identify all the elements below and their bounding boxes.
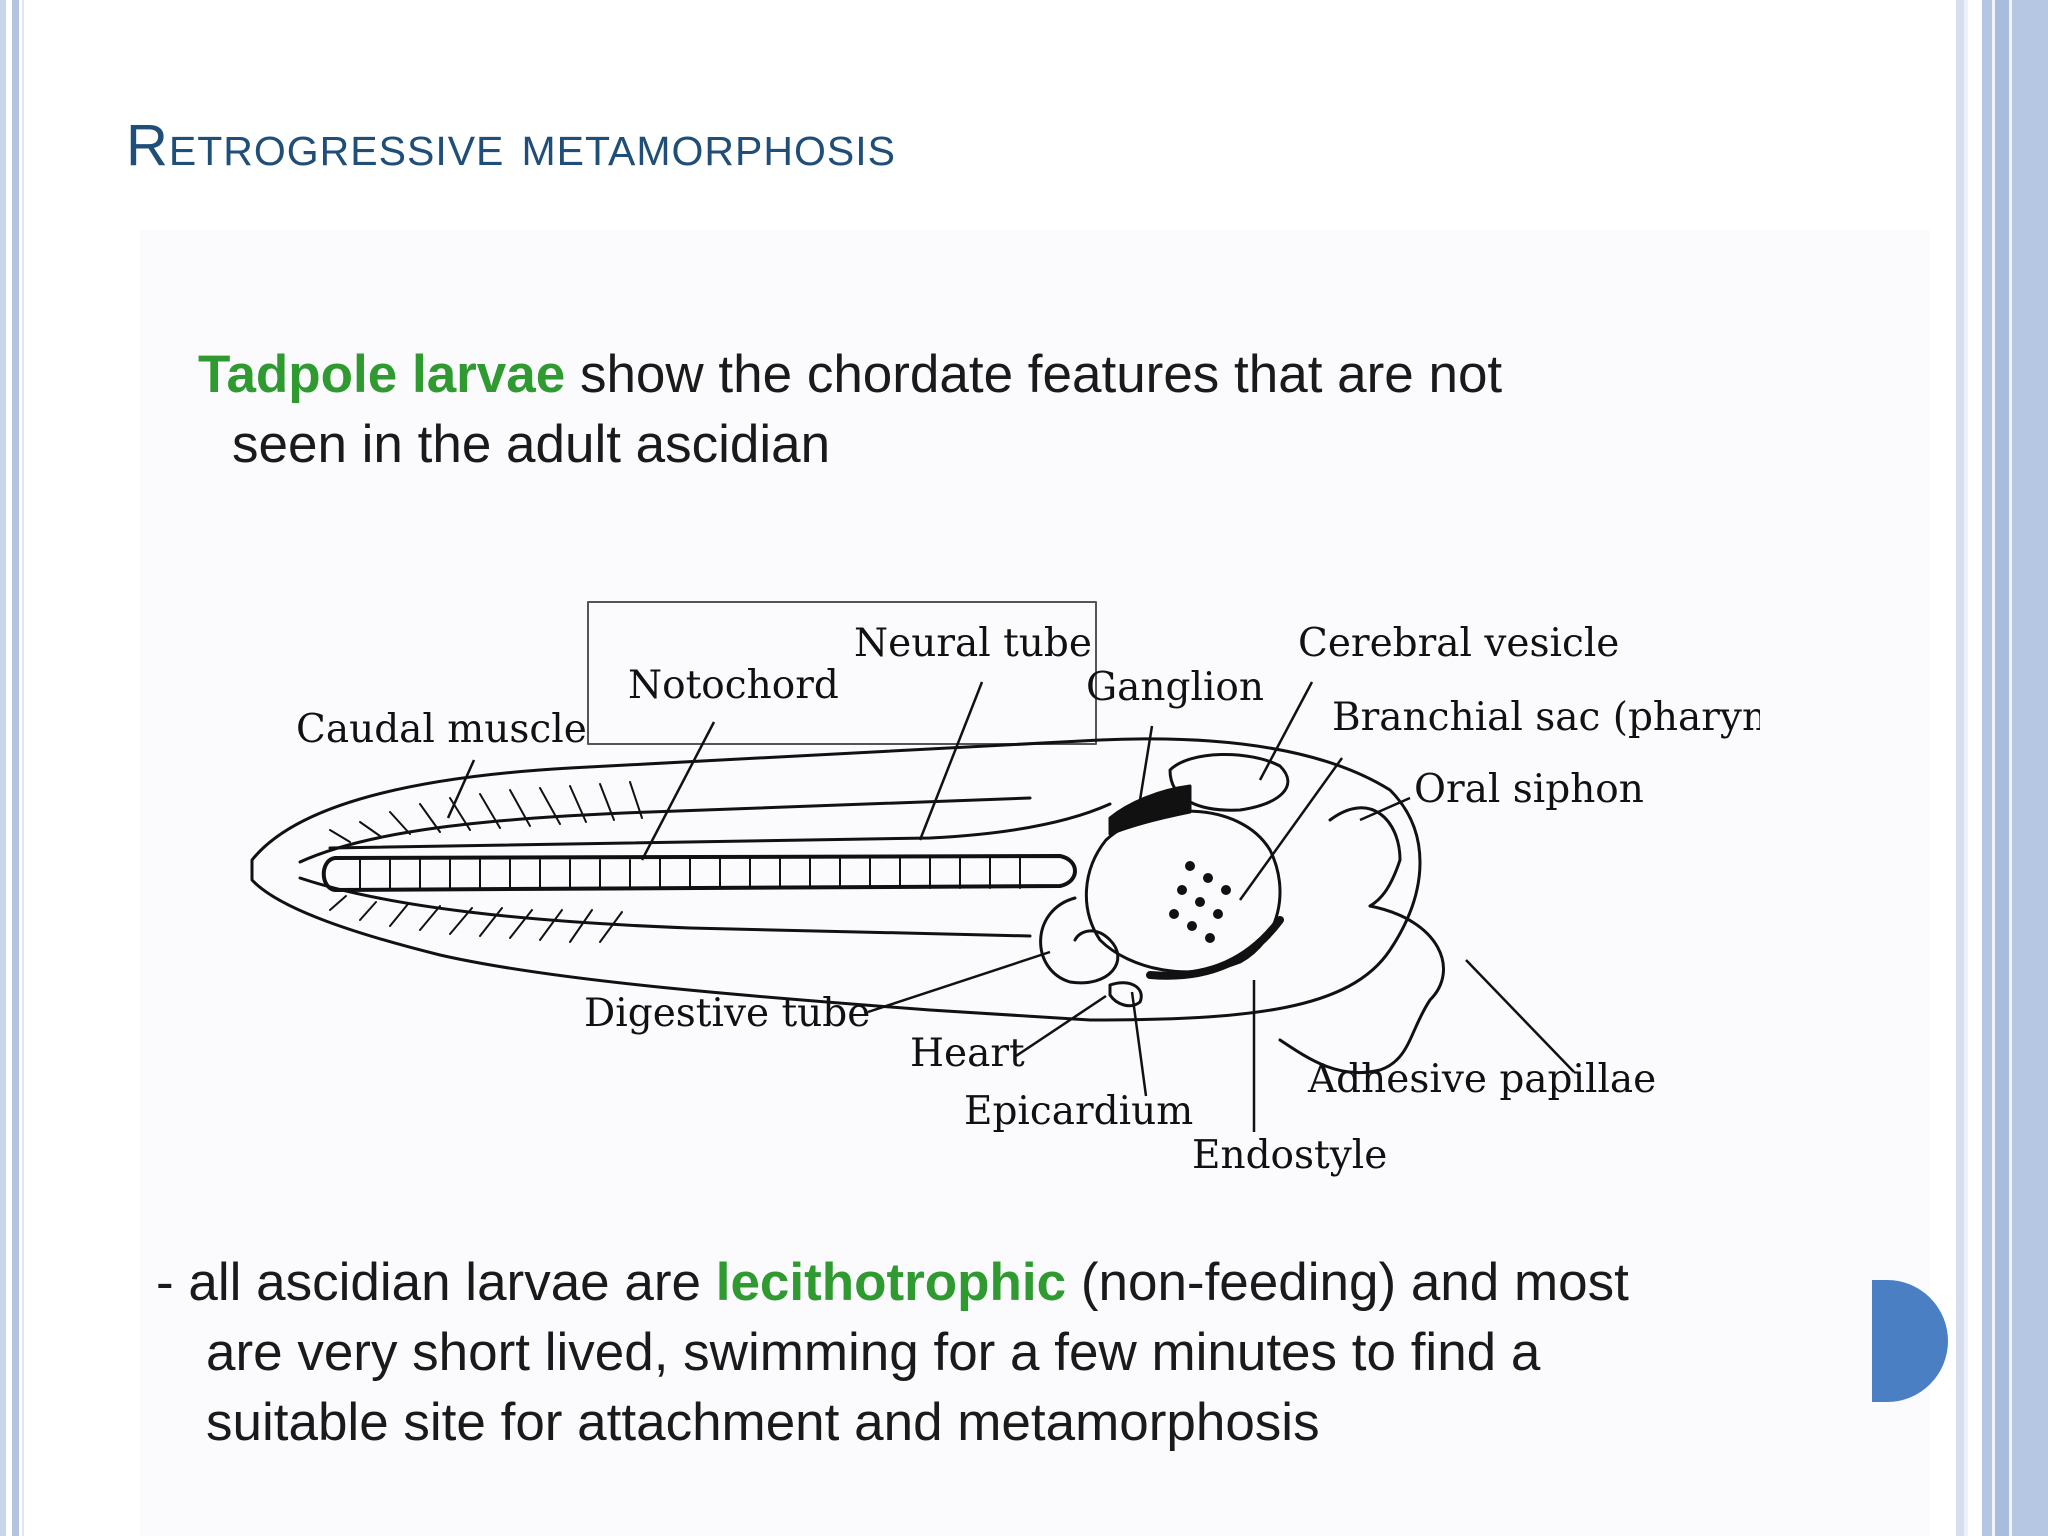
adhesive-papillae <box>1278 904 1445 1075</box>
right-border-band <box>1968 0 1982 1536</box>
notochord <box>321 854 1077 892</box>
endostyle <box>1146 916 1284 980</box>
intro-paragraph: Tadpole larvae show the chordate feature… <box>198 340 1502 480</box>
outro-prefix: - all ascidian larvae are <box>156 1253 716 1312</box>
label-caudal-muscle: Caudal muscle <box>296 707 587 752</box>
leader-lines <box>446 681 1575 1132</box>
oral-siphon <box>1328 806 1402 908</box>
label-digestive-tube: Digestive tube <box>584 991 870 1036</box>
left-border-stripe <box>0 0 6 1536</box>
tadpole-larva-diagram: Caudal muscle Notochord Neural tube Gang… <box>250 601 1760 1178</box>
right-border-band <box>2009 0 2012 1536</box>
label-adhesive-papillae: Adhesive papillae <box>1307 1057 1656 1102</box>
right-border-band <box>1982 0 1992 1536</box>
tail-inner-outline <box>298 796 1032 938</box>
intro-highlight: Tadpole larvae <box>198 345 566 404</box>
right-border-band <box>1992 0 1995 1536</box>
right-border-band <box>1964 0 1968 1536</box>
caudal-muscle-hatching <box>329 781 643 943</box>
intro-line1-text: show the chordate features that are not <box>565 345 1503 404</box>
label-notochord: Notochord <box>628 663 839 708</box>
heart <box>1108 981 1143 1008</box>
label-branchial-sac: Branchial sac (pharynx) <box>1332 695 1760 740</box>
notochord-segments <box>359 857 1021 889</box>
label-cerebral-vesicle: Cerebral vesicle <box>1298 621 1619 666</box>
right-border-band <box>1995 0 2009 1536</box>
outro-paragraph: - all ascidian larvae are lecithotrophic… <box>156 1248 1629 1458</box>
label-heart: Heart <box>910 1031 1025 1076</box>
slide-title: Retrogressive metamorphosis <box>126 113 896 178</box>
outro-line1-text: (non-feeding) and most <box>1066 1253 1629 1312</box>
outro-highlight: lecithotrophic <box>715 1253 1067 1312</box>
label-ganglion: Ganglion <box>1086 665 1264 710</box>
body-outline <box>250 737 1422 1022</box>
digestive-tube <box>1039 896 1120 985</box>
right-border-band <box>1956 0 1964 1536</box>
left-border-stripe <box>12 0 19 1536</box>
decorative-half-circle <box>1872 1280 1948 1402</box>
content-panel <box>140 230 1930 1536</box>
right-border-band <box>2012 0 2048 1536</box>
label-epicardium: Epicardium <box>964 1089 1193 1134</box>
gill-slits <box>1169 861 1231 943</box>
outro-line3-text: suitable site for attachment and metamor… <box>206 1393 1320 1452</box>
label-neural-tube: Neural tube <box>854 621 1092 666</box>
label-oral-siphon: Oral siphon <box>1414 767 1644 812</box>
label-box <box>587 601 1097 745</box>
outro-line2-text: are very short lived, swimming for a few… <box>206 1323 1541 1382</box>
neural-tube <box>328 802 1112 850</box>
intro-line2-text: seen in the adult ascidian <box>232 415 831 474</box>
left-border-stripe <box>22 0 24 1536</box>
label-endostyle: Endostyle <box>1192 1133 1387 1178</box>
